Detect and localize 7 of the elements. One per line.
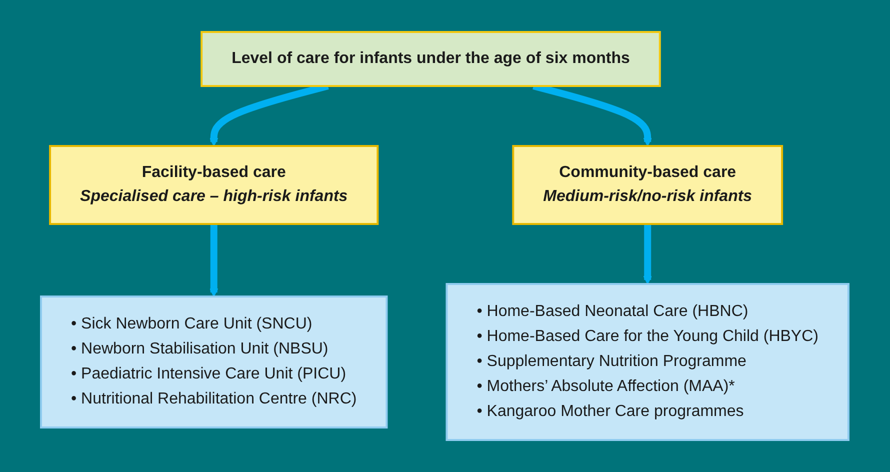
node-box — [200, 31, 662, 87]
node-box — [49, 145, 379, 225]
arrow — [643, 224, 652, 284]
node-box — [446, 283, 850, 441]
node-box — [40, 296, 388, 428]
node-box — [512, 145, 784, 225]
arrow — [210, 224, 218, 297]
